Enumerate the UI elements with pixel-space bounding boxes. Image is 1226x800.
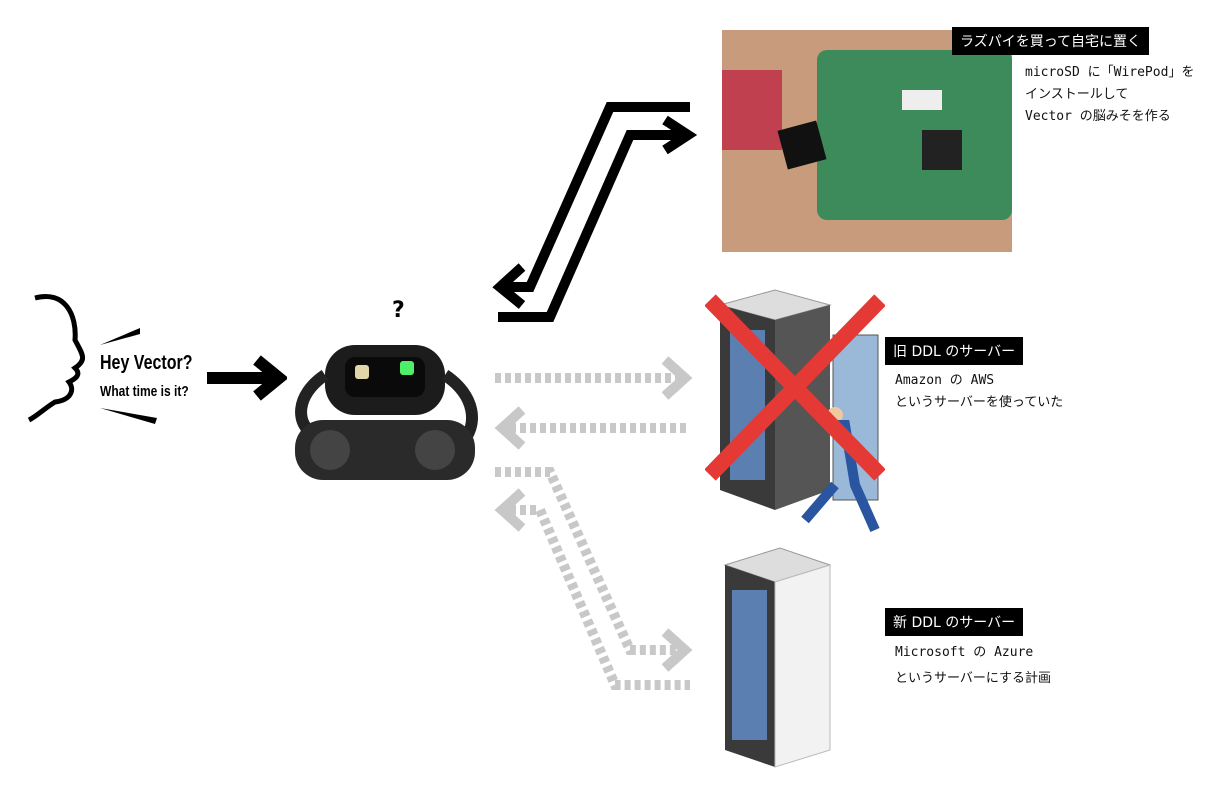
dashed-arrows-servers [494,356,693,690]
old-server-tag: 旧 DDL のサーバー [885,337,1024,365]
raspberry-pi-tag: ラズパイを買って自宅に置く [952,27,1150,55]
desc-line: Vector の脳みそを作る [1025,109,1171,124]
old-server-image [705,289,885,533]
new-server-desc: Microsoft の Azure というサーバーにする計画 [895,640,1051,692]
raspberry-pi-desc: microSD に「WirePod」を インストールして Vector の脳みそ… [1025,62,1194,128]
desc-line: インストールして [1025,87,1129,102]
speech-line-1: Hey Vector? [100,352,193,374]
raspberry-pi-photo [722,30,1012,252]
two-way-arrow-pi [492,102,698,322]
desc-line: Microsoft の Azure [895,645,1034,660]
desc-line: microSD に「WirePod」を [1025,65,1195,80]
old-server-desc: Amazon の AWS というサーバーを使っていた [895,370,1063,414]
new-server-image [723,547,832,768]
arrow-right-icon [207,355,287,401]
speech-line-2: What time is it? [100,383,189,400]
new-server-tag: 新 DDL のサーバー [885,608,1024,636]
vector-robot-image [295,345,478,480]
desc-line: Amazon の AWS [895,373,995,388]
robot-question-mark: ? [392,298,405,323]
desc-line: というサーバーを使っていた [895,395,1064,410]
face-silhouette-icon [27,294,157,424]
desc-line: というサーバーにする計画 [895,671,1052,686]
